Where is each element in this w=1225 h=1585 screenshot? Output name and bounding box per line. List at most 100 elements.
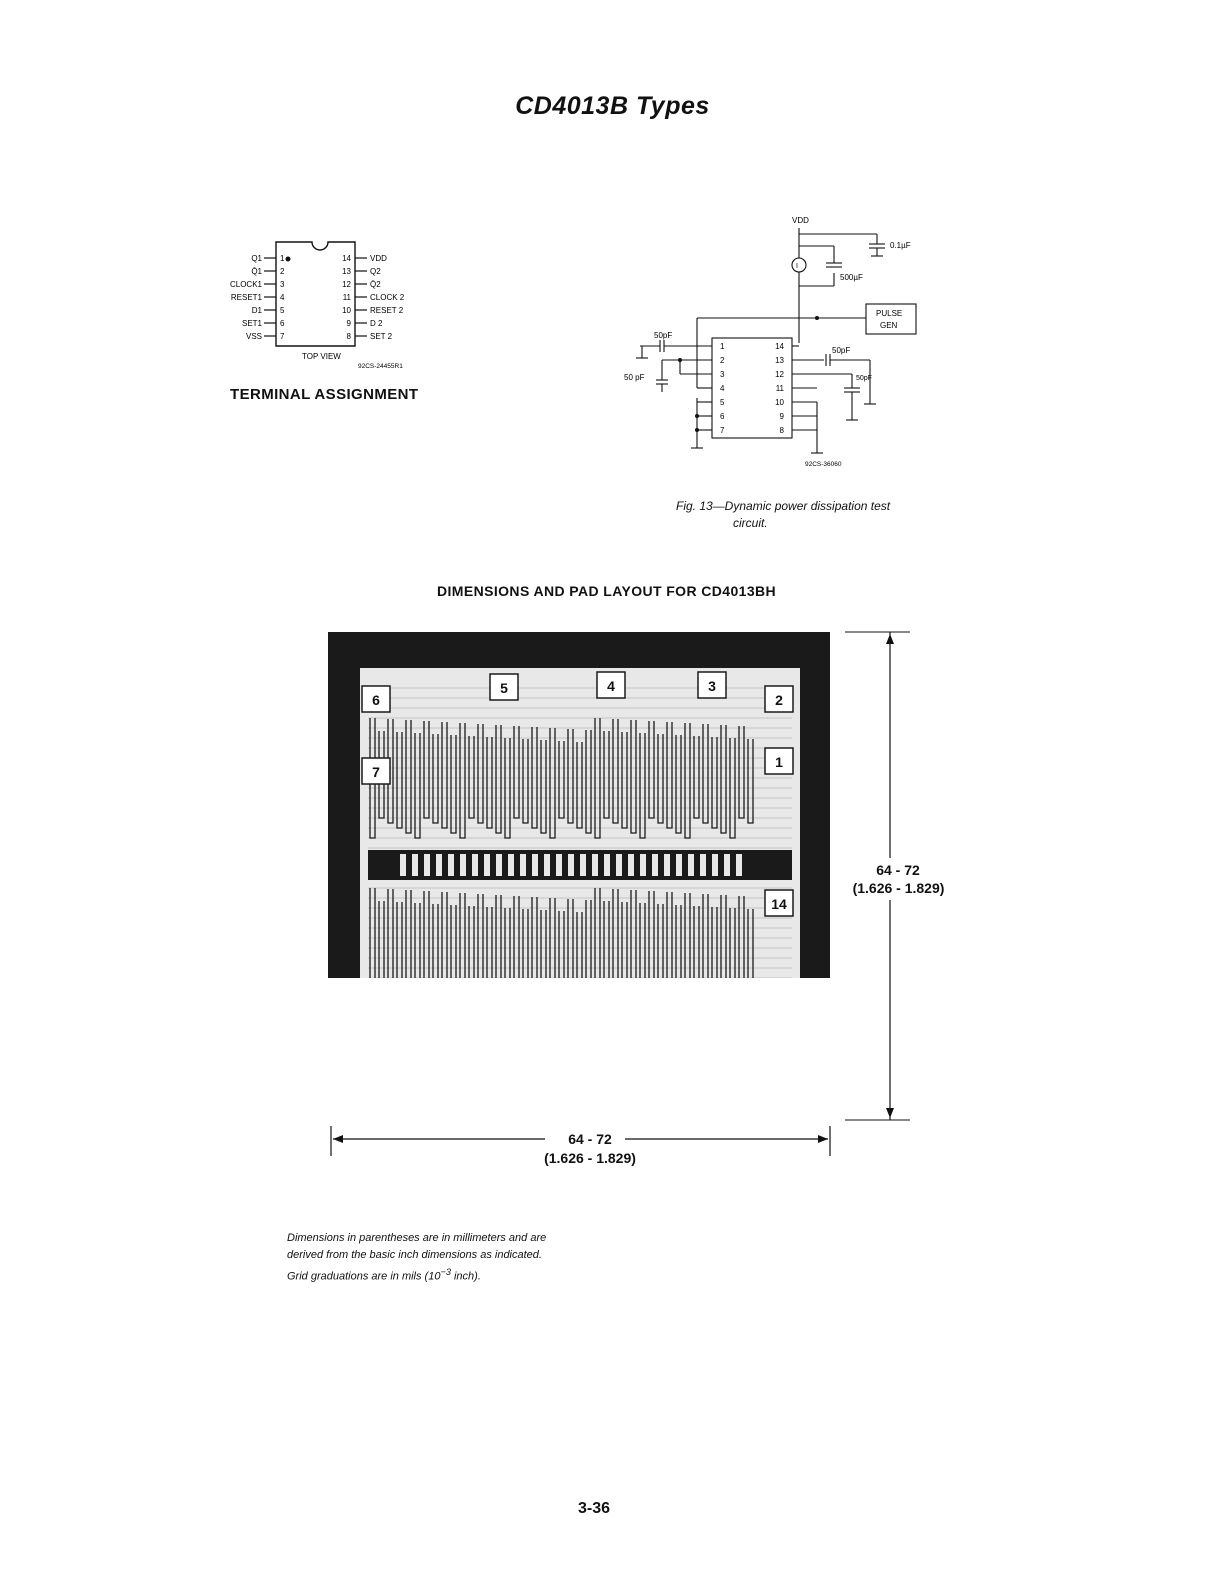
bond-pad: [361, 757, 391, 785]
ic-pin-number-left: 7: [720, 426, 725, 435]
bond-pads: 1234567891011121314: [361, 671, 794, 917]
horizontal-dimension-mm: (1.626 - 1.829): [544, 1150, 636, 1166]
ic-pin-number-right: 10: [775, 398, 784, 407]
circuit-drawing-code: 92CS-36060: [805, 461, 842, 468]
cap-01uf-label: 0.1µF: [890, 241, 911, 250]
pin-number-right: 8: [347, 332, 352, 341]
bond-pad-number: 6: [372, 692, 380, 708]
pin-number-right: 13: [342, 267, 351, 276]
bond-pad: [764, 685, 794, 713]
pin-name-right: SET 2: [370, 332, 393, 341]
pulse-gen-label-1: PULSE: [876, 309, 902, 318]
die-pad-layout: 1234567891011121314 10953: [328, 632, 830, 978]
ic-pin-number-right: 9: [780, 412, 785, 421]
pin-number-left: 7: [280, 332, 285, 341]
meter-label: I: [796, 263, 798, 270]
pin-name-right: VDD: [370, 254, 387, 263]
top-view-label: TOP VIEW: [302, 352, 341, 361]
cap-50pf-label-d: 50 pF: [624, 373, 645, 382]
pin-name-left: Q̄1: [251, 267, 262, 276]
pin-number-right: 9: [347, 319, 352, 328]
footnote: Dimensions in parentheses are in millime…: [287, 1230, 546, 1286]
pin-name-right: Q2: [370, 267, 381, 276]
ic-pin-number-right: 13: [775, 356, 784, 365]
pulse-gen-label-2: GEN: [880, 321, 898, 330]
bond-pad: [596, 671, 626, 699]
ic-pin-number-left: 4: [720, 384, 725, 393]
footnote-line1: Dimensions in parentheses are in millime…: [287, 1232, 547, 1244]
bond-pad-number: 7: [372, 764, 380, 780]
pin-name-left: RESET1: [231, 293, 263, 302]
footnote-line3-text: Grid graduations are in mils (10: [287, 1270, 441, 1283]
ic-pin-number-left: 5: [720, 398, 725, 407]
bond-pad: [764, 889, 794, 917]
bond-pad-number: 2: [775, 692, 783, 708]
pin-number-right: 12: [342, 280, 351, 289]
pin-number-right: 14: [342, 254, 351, 263]
pin1-marker-icon: [285, 256, 291, 262]
layout-heading: DIMENSIONS AND PAD LAYOUT FOR CD4013BH: [437, 583, 777, 599]
pin-name-right: Q̄2: [370, 280, 381, 289]
ic-pin-number-right: 8: [780, 426, 785, 435]
ic-pin-number-left: 6: [720, 412, 725, 421]
terminal-assignment-heading: TERMINAL ASSIGNMENT: [230, 386, 419, 403]
terminal-drawing-code: 92CS-24455R1: [358, 363, 403, 370]
bond-pad: [489, 673, 519, 701]
dip-package-outline: [275, 241, 356, 347]
vertical-dimension-line-lower: [845, 900, 910, 1121]
cap-50pf-label-b: 50pF: [832, 346, 850, 355]
ic-pin-number-right: 11: [776, 384, 785, 393]
pin-name-left: SET1: [242, 319, 263, 328]
footnote-line3: Grid graduations are in mils (10−3 inch)…: [287, 1264, 546, 1286]
footnote-line3-end: inch).: [450, 1270, 481, 1283]
bond-pad: [361, 685, 391, 713]
bond-pad-number: 1: [775, 754, 783, 770]
ic-pin-number-right: 14: [775, 342, 784, 351]
pin-name-left: CLOCK1: [230, 280, 263, 289]
die-core: [360, 668, 800, 978]
cap-50pf-label-a: 50pF: [654, 331, 672, 340]
vertical-dimension-mm: (1.626 - 1.829): [852, 880, 945, 896]
die-traces: [368, 687, 792, 978]
bond-pad-number: 4: [607, 678, 615, 694]
pin-number-right: 11: [343, 293, 352, 302]
pin-number-left: 5: [280, 306, 285, 315]
bond-pad-number: 3: [708, 678, 716, 694]
pin-number-right: 10: [342, 306, 351, 315]
bond-pad: [764, 747, 794, 775]
horizontal-dimension-value: 64 - 72: [568, 1131, 612, 1147]
pin-number-left: 3: [280, 280, 285, 289]
vertical-dimension-line: [845, 631, 910, 858]
cap-500uf-label: 500µF: [840, 273, 863, 282]
pin-name-right: D 2: [370, 319, 383, 328]
bond-pad-number: 14: [771, 896, 787, 912]
figure-caption-line1: Fig. 13—Dynamic power dissipation test: [676, 499, 891, 513]
bond-pad-number: 5: [500, 680, 508, 696]
pin-number-left: 4: [280, 293, 285, 302]
pin-number-left: 2: [280, 267, 285, 276]
pin-name-left: Q1: [251, 254, 262, 263]
ic-pin-number-left: 3: [720, 370, 725, 379]
pin-number-left: 6: [280, 319, 285, 328]
cap-50pf-label-c: 50pF: [856, 375, 872, 382]
pin-name-left: D1: [252, 306, 263, 315]
pin-name-right: RESET 2: [370, 306, 404, 315]
pin-name-left: VSS: [246, 332, 262, 341]
vdd-label: VDD: [792, 216, 809, 225]
page-number: 3-36: [578, 1500, 611, 1517]
figure-caption-line2: circuit.: [733, 516, 768, 530]
footnote-exponent: −3: [440, 1267, 451, 1277]
bond-pad: [697, 671, 727, 699]
vertical-dimension-value: 64 - 72: [876, 862, 920, 878]
ic-pin-number-left: 2: [720, 356, 725, 365]
pin-number-left: 1: [280, 254, 285, 263]
ic-pin-number-left: 1: [720, 342, 725, 351]
footnote-line2: derived from the basic inch dimensions a…: [287, 1249, 542, 1261]
page-title: CD4013B Types: [515, 92, 710, 120]
horizontal-dimension-line: [330, 1126, 831, 1156]
pin-name-right: CLOCK 2: [370, 293, 405, 302]
